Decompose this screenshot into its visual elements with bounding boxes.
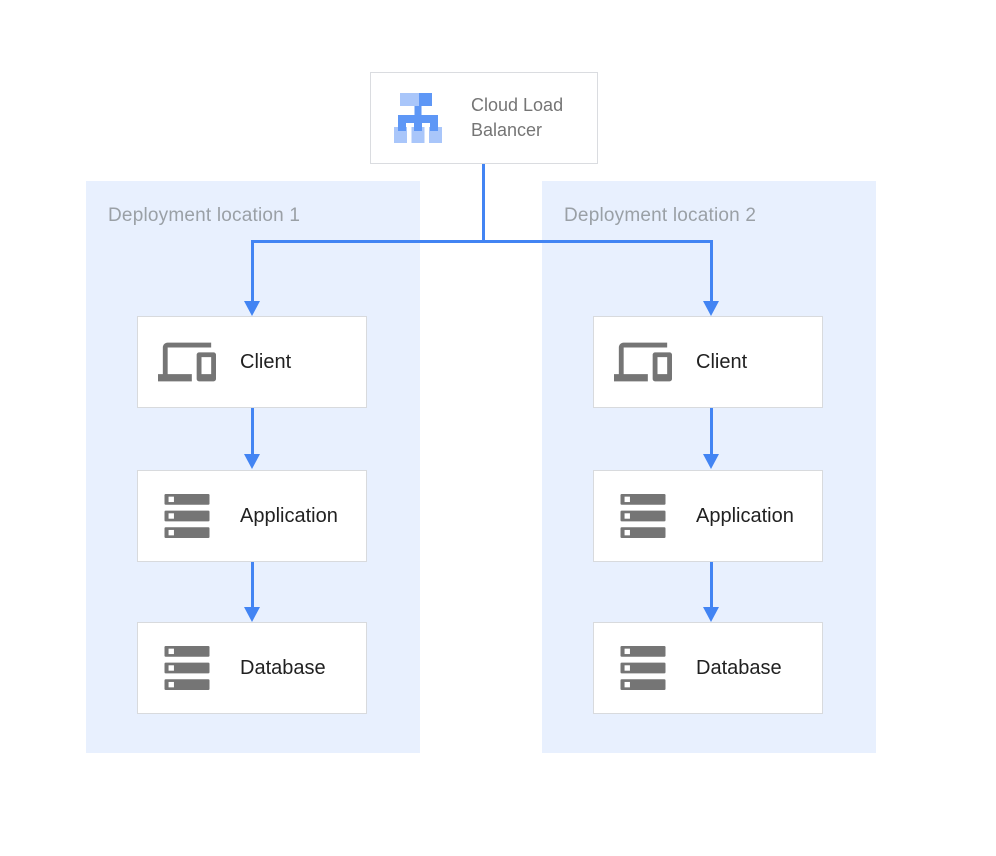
server-stack-icon — [164, 493, 210, 539]
arrowhead-application-to-database-1 — [244, 607, 260, 622]
devices-icon — [158, 342, 216, 382]
arrowhead-lb-to-client-2 — [703, 301, 719, 316]
node-label: Client — [696, 350, 748, 373]
node-application-1[interactable]: Application — [137, 470, 367, 562]
connector-horizontal-split — [251, 240, 713, 243]
connector-client-to-application-1 — [251, 408, 254, 455]
node-label: Application — [696, 504, 794, 527]
connector-application-to-database-1 — [251, 562, 254, 608]
arrowhead-client-to-application-1 — [244, 454, 260, 469]
deployment-location-2-label: Deployment location 2 — [564, 205, 757, 226]
arrowhead-application-to-database-2 — [703, 607, 719, 622]
connector-application-to-database-2 — [710, 562, 713, 608]
arrowhead-client-to-application-2 — [703, 454, 719, 469]
node-database-1[interactable]: Database — [137, 622, 367, 714]
connector-lb-to-client-1 — [251, 240, 254, 302]
node-client-1[interactable]: Client — [137, 316, 367, 408]
node-label: Database — [240, 656, 326, 679]
load-balancer-icon — [394, 93, 442, 143]
connector-lb-to-client-2 — [710, 240, 713, 302]
devices-icon — [614, 342, 672, 382]
node-cloud-load-balancer[interactable]: Cloud Load Balancer — [370, 72, 598, 164]
node-database-2[interactable]: Database — [593, 622, 823, 714]
server-stack-icon — [620, 493, 666, 539]
node-label: Database — [696, 656, 782, 679]
node-client-2[interactable]: Client — [593, 316, 823, 408]
node-application-2[interactable]: Application — [593, 470, 823, 562]
node-label: Cloud Load Balancer — [471, 95, 564, 140]
connector-client-to-application-2 — [710, 408, 713, 455]
node-label: Application — [240, 504, 338, 527]
deployment-location-1-label: Deployment location 1 — [108, 205, 301, 226]
server-stack-icon — [164, 645, 210, 691]
server-stack-icon — [620, 645, 666, 691]
connector-lb-stem — [482, 164, 485, 242]
node-label: Client — [240, 350, 292, 373]
arrowhead-lb-to-client-1 — [244, 301, 260, 316]
